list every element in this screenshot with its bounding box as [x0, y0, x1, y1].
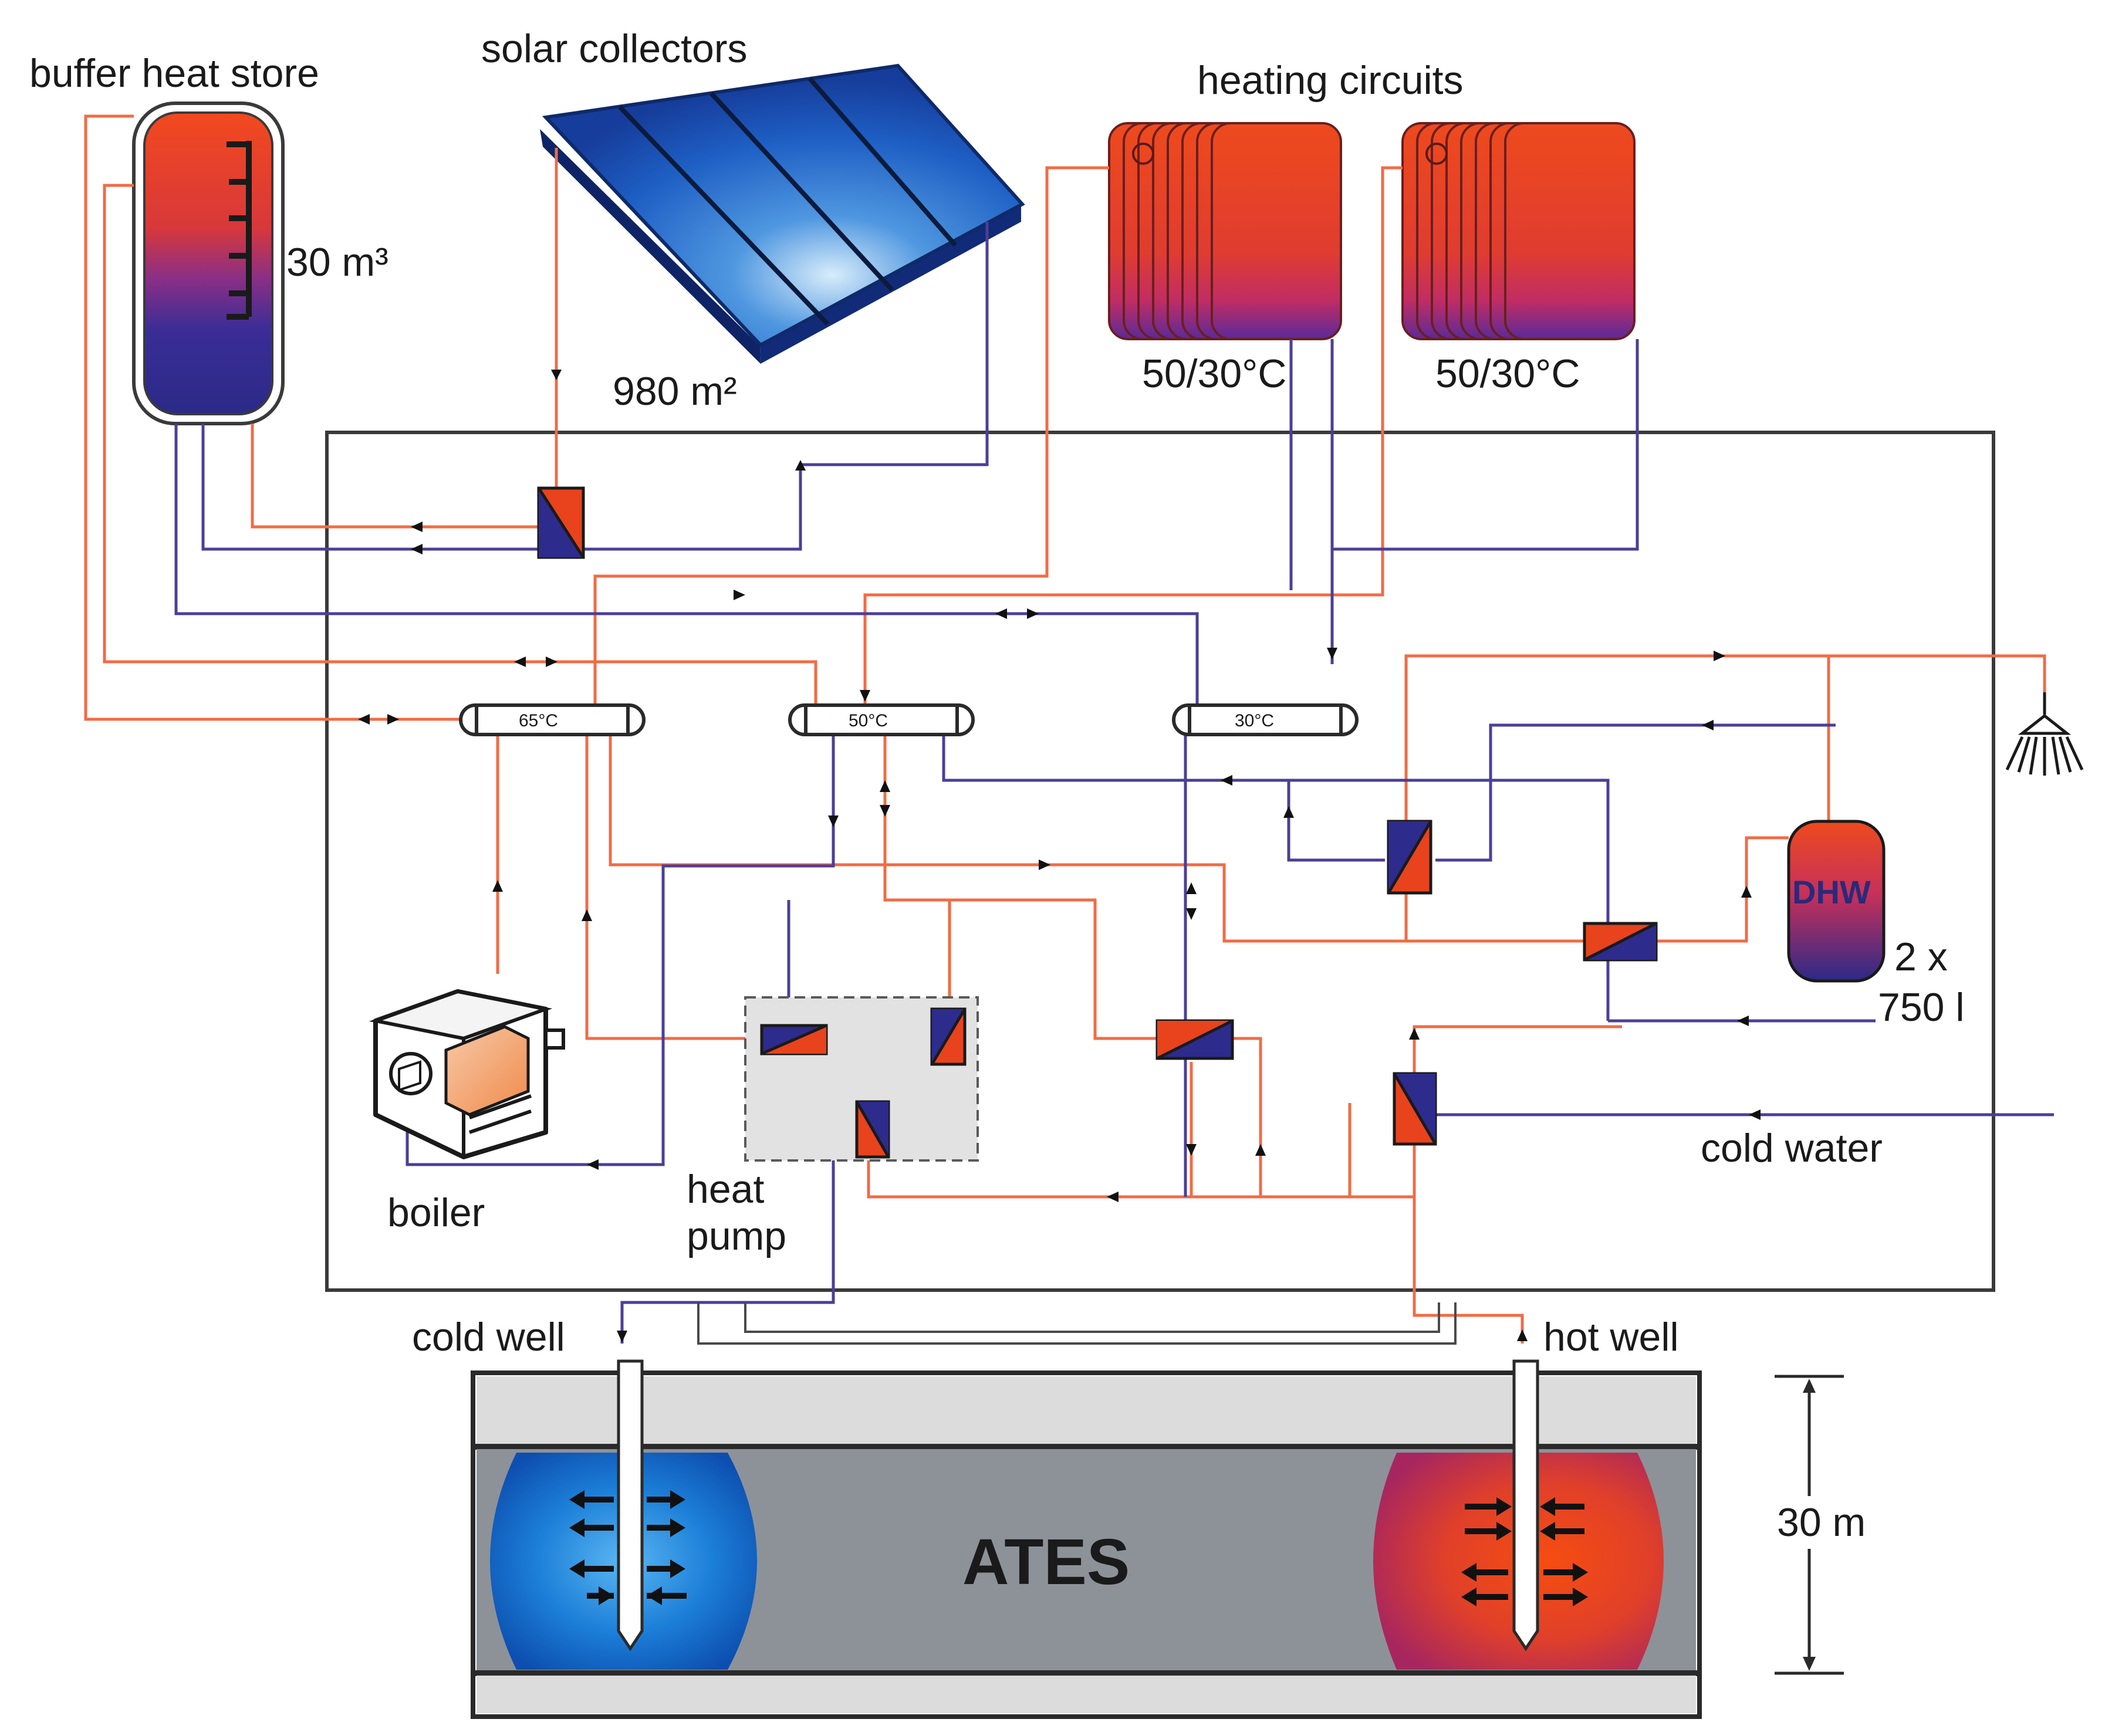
system-boundary-frame: [325, 431, 1995, 1292]
cold-zone-flow-arrows: [569, 1490, 687, 1605]
cold-well-label: cold well: [412, 1315, 565, 1359]
buffer-level-scale: [227, 141, 252, 320]
dhw-storage-tank: [1787, 820, 1886, 983]
heat-pump-evaporator: [855, 1100, 890, 1159]
heating-circuits-label: heating circuits: [1197, 58, 1464, 103]
header-30c: [1172, 703, 1359, 736]
ates-aquifer: [471, 1370, 1702, 1719]
heat-pump-condenser: [760, 1024, 828, 1055]
ates-label: ATES: [962, 1526, 1130, 1598]
header-50c: [788, 703, 975, 736]
shower-head-icon: [2005, 692, 2084, 776]
flow-direction-arrows: [358, 370, 1761, 1342]
ates-cap-layer: [477, 1376, 1696, 1446]
well-bypass-piping: [697, 1302, 1457, 1345]
depth-value-label: 30 m: [1777, 1500, 1866, 1545]
solar-collector-array: [540, 63, 1025, 364]
heat-exchanger-solar: [537, 486, 585, 559]
depth-label-backdrop: [1772, 1496, 1895, 1549]
header-30c-label: 30°C: [1235, 711, 1274, 730]
cold-water-label: cold water: [1701, 1126, 1883, 1170]
buffer-heat-store: [132, 101, 285, 425]
boiler-label: boiler: [387, 1190, 485, 1235]
dhw-size-line2: 750 l: [1878, 985, 1964, 1030]
heat-exchanger-dhw: [1583, 922, 1658, 962]
buffer-heat-store-label: buffer heat store: [29, 51, 319, 96]
header-50c-label: 50°C: [849, 711, 888, 730]
heat-pump-unit: [744, 996, 979, 1162]
heat-exchanger-shower-preheat: [1387, 820, 1432, 895]
heat-pump-label-line2: pump: [687, 1214, 786, 1258]
heat-pump-label-line1: heat: [687, 1167, 764, 1212]
buffer-volume-label: 30 m³: [286, 240, 388, 285]
boiler-icon: [369, 989, 565, 1159]
circuit-2-temperature-label: 50/30°C: [1435, 351, 1580, 396]
cold-well-pipe: [617, 1359, 644, 1652]
circuit-1-temperature-label: 50/30°C: [1142, 351, 1286, 396]
hot-well-label: hot well: [1543, 1315, 1679, 1359]
cold-return-piping: [174, 222, 2054, 1344]
ates-base-layer: [477, 1676, 1696, 1713]
hot-well-pipe: [1512, 1359, 1539, 1652]
solar-area-label: 980 m²: [613, 369, 737, 414]
heat-exchanger-cold-water: [1393, 1072, 1437, 1146]
heating-circuit-1-radiator: [1108, 122, 1342, 340]
heat-pump-compressor-hx: [930, 1007, 967, 1066]
header-65c-label: 65°C: [519, 711, 558, 730]
hot-zone-flow-arrows: [1461, 1497, 1588, 1606]
heat-exchanger-mid: [1155, 1019, 1234, 1060]
dhw-label: DHW: [1792, 874, 1871, 911]
solar-collectors-label: solar collectors: [481, 26, 748, 71]
header-65c: [459, 703, 646, 736]
dhw-size-line1: 2 x: [1894, 935, 1948, 979]
heating-circuit-2-radiator: [1401, 122, 1636, 340]
